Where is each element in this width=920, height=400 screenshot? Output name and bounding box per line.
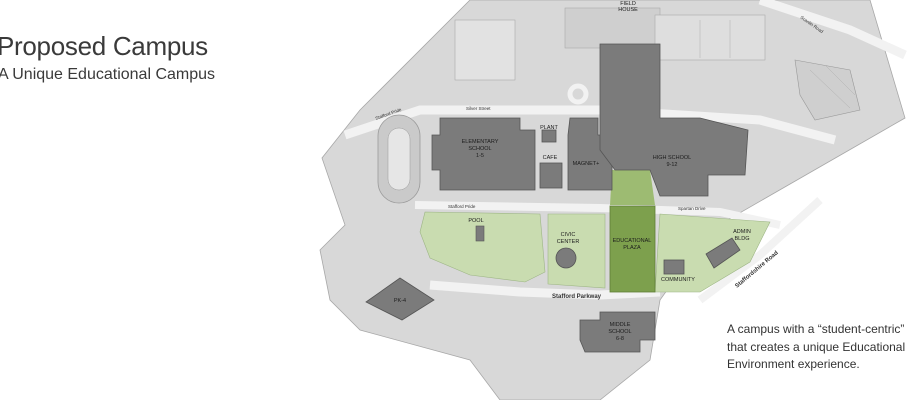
high-school-building	[599, 43, 749, 197]
caption: A campus with a “student-centric” that c…	[727, 321, 920, 374]
label-admin-2: BLDG	[735, 236, 750, 242]
label-plaza-2: PLAZA	[623, 245, 641, 251]
plant-building	[541, 129, 557, 143]
page-title: Proposed Campus	[0, 31, 208, 61]
caption-line-3: Environment experience.	[727, 357, 860, 371]
pk4-building	[365, 277, 435, 321]
west-green	[419, 211, 546, 283]
parking-northeast	[654, 14, 766, 61]
label-silver-street: Silver Street	[466, 106, 491, 111]
label-pool: POOL	[468, 218, 483, 224]
label-middle-2: SCHOOL	[608, 329, 631, 335]
staffordshire-road	[697, 197, 823, 304]
label-field-house: FIELD	[620, 1, 636, 7]
label-elementary-2: SCHOOL	[468, 146, 491, 152]
roundabout	[567, 83, 589, 105]
label-middle-3: 6-8	[616, 336, 624, 342]
admin-building	[705, 237, 741, 269]
label-high-school-2: 9-12	[666, 162, 677, 168]
label-elementary-3: 1-5	[476, 153, 484, 159]
label-civic-2: CENTER	[557, 239, 580, 245]
educational-plaza	[609, 205, 656, 293]
label-cafe: CAFE	[543, 155, 558, 161]
label-high-school: HIGH SCHOOL	[653, 155, 692, 161]
field-house-lot	[564, 7, 661, 49]
top-left-lot	[454, 19, 516, 81]
label-elementary: ELEMENTARY	[462, 139, 499, 145]
pool-building	[475, 225, 485, 242]
label-spartan-drive: Spartan Drive	[678, 206, 706, 211]
civic-green	[547, 213, 606, 289]
label-magnet: MAGNET+	[573, 161, 600, 167]
stafford-parkway	[429, 280, 661, 300]
scanlin-road	[758, 0, 907, 60]
label-plant: PLANT	[540, 125, 558, 131]
tennis-courts	[794, 59, 861, 121]
elementary-school-building	[431, 117, 536, 191]
caption-line-1: A campus with a “student-centric”	[727, 322, 905, 336]
label-field-house-2: HOUSE	[618, 7, 638, 13]
high-school-green	[610, 170, 655, 205]
label-stafford-pride: Stafford Pride	[448, 204, 476, 209]
community-building	[663, 259, 685, 275]
spartan-drive	[414, 201, 781, 229]
cafe-building	[539, 162, 563, 189]
label-plaza: EDUCATIONAL	[613, 238, 652, 244]
civic-center-building	[555, 247, 577, 269]
label-community: COMMUNITY	[661, 277, 695, 283]
stadium-field	[387, 127, 411, 191]
label-civic: CIVIC	[561, 232, 576, 238]
label-stafford-parkway: Stafford Parkway	[552, 294, 602, 300]
label-middle: MIDDLE	[610, 322, 631, 328]
label-pk4: PK-4	[394, 298, 406, 304]
caption-line-2: that creates a unique Educational	[727, 339, 906, 354]
page-subtitle: A Unique Educational Campus	[0, 66, 216, 83]
middle-school-building	[579, 311, 656, 353]
label-admin: ADMIN	[733, 229, 751, 235]
